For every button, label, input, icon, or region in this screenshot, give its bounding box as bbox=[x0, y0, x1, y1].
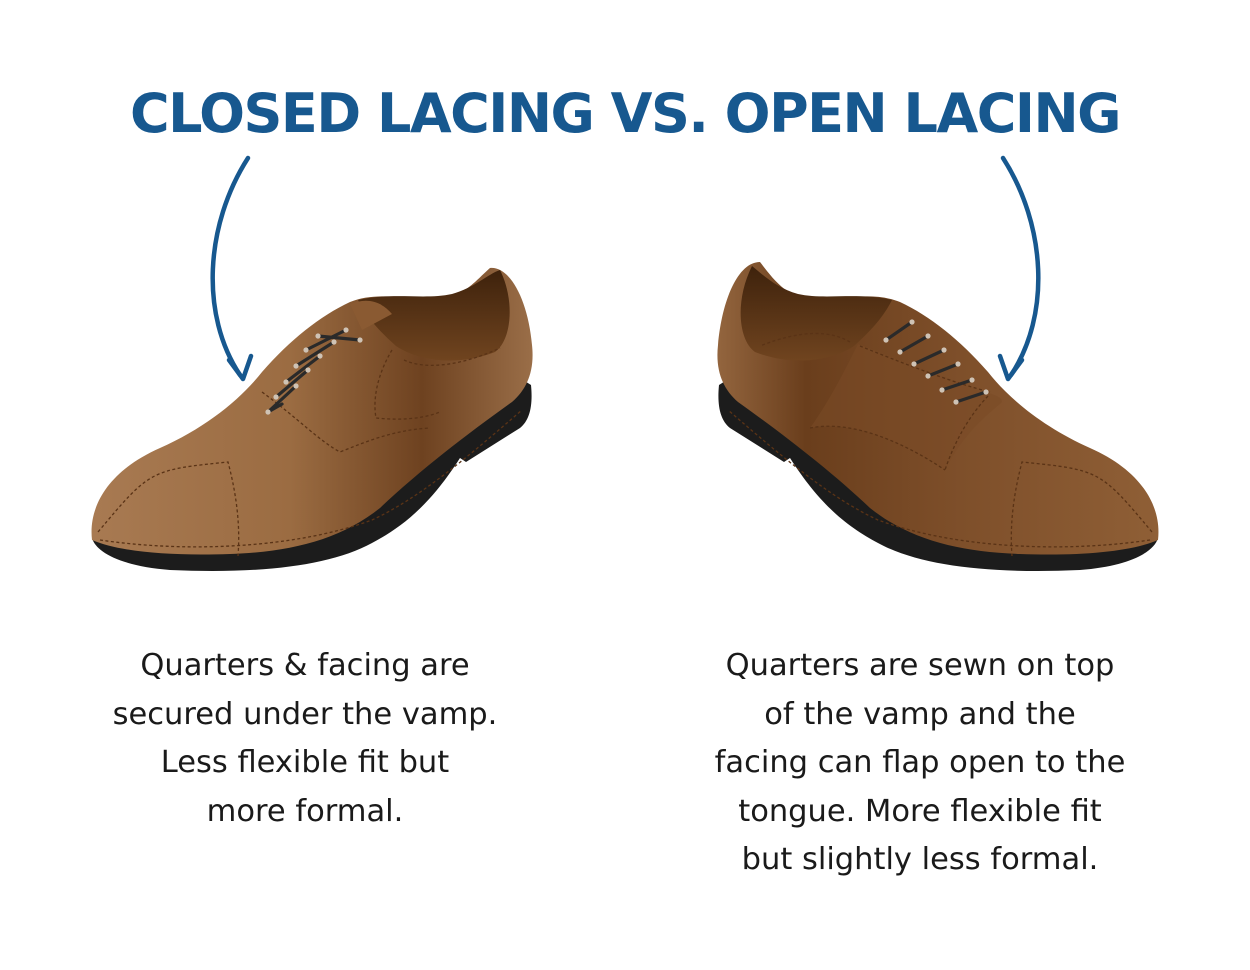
left-arrow-head bbox=[226, 353, 254, 382]
closed-lacing-line: Quarters & facing are bbox=[140, 648, 470, 683]
open-lacing-line: of the vamp and the bbox=[764, 696, 1076, 732]
right-arrow bbox=[1000, 155, 1041, 378]
open-lacing-line: tongue. More flexible fit bbox=[738, 793, 1102, 829]
open-lacing-line: facing can flap open to the bbox=[714, 745, 1126, 780]
right-arrow-head bbox=[997, 353, 1025, 382]
left-arrow bbox=[210, 155, 251, 378]
closed-lacing-description: Quarters & facing are secured under the … bbox=[40, 642, 570, 836]
page-title: CLOSED LACING VS. OPEN LACING bbox=[130, 82, 1121, 145]
open-lacing-line: but slightly less formal. bbox=[741, 842, 1099, 877]
closed-lacing-line: Less flexible fit but bbox=[160, 745, 450, 780]
right-opening bbox=[740, 266, 892, 361]
left-laces bbox=[266, 328, 362, 414]
closed-lacing-line: secured under the vamp. bbox=[112, 696, 498, 732]
right-laces bbox=[884, 320, 988, 404]
open-lacing-description: Quarters are sewn on top of the vamp and… bbox=[650, 642, 1190, 885]
closed-lacing-shoe bbox=[91, 267, 533, 571]
open-lacing-line: Quarters are sewn on top bbox=[725, 648, 1115, 683]
closed-lacing-line: more formal. bbox=[206, 793, 404, 829]
left-opening bbox=[358, 270, 510, 361]
open-lacing-shoe bbox=[717, 262, 1159, 571]
